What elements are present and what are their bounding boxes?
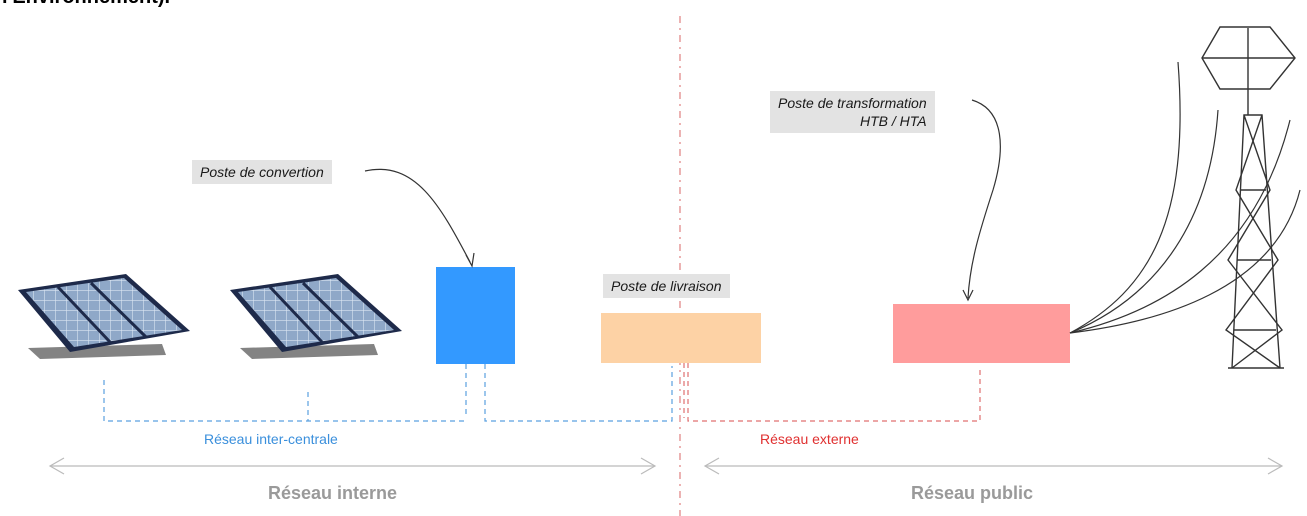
external-network-label: Réseau externe [760, 431, 859, 447]
internal-zone-arrow [48, 457, 657, 475]
transformation-station-box [893, 304, 1070, 363]
transmission-pylon-icon [1201, 26, 1296, 369]
conversion-station-callout: Poste de convertion [192, 160, 332, 184]
power-lines [1069, 61, 1301, 334]
conversion-station-box [436, 267, 515, 364]
public-zone-arrow [703, 457, 1284, 475]
conversion-callout-leader [364, 168, 471, 263]
solar-panel-icon [18, 274, 190, 359]
internal-network-zone-label: Réseau interne [268, 483, 398, 503]
transformation-callout-line2: HTB / HTA [860, 113, 927, 129]
conversion-callout-arrowhead [465, 252, 475, 268]
clipped-header-text: l'Environnement). [2, 0, 170, 9]
solar-panel-icon [230, 274, 402, 359]
transformation-station-callout: Poste de transformation HTB / HTA [770, 91, 935, 133]
public-network-zone-label: Réseau public [911, 483, 1034, 503]
external-network-lines [683, 363, 981, 422]
transformation-callout-leader [967, 99, 1001, 299]
delivery-station-box [601, 313, 761, 363]
inter-plant-network-label: Réseau inter-centrale [204, 431, 338, 447]
inter-plant-network-lines [103, 364, 673, 422]
transformation-callout-line1: Poste de transformation [778, 95, 927, 111]
delivery-station-callout: Poste de livraison [603, 274, 730, 298]
transformation-callout-arrowhead [962, 289, 974, 302]
